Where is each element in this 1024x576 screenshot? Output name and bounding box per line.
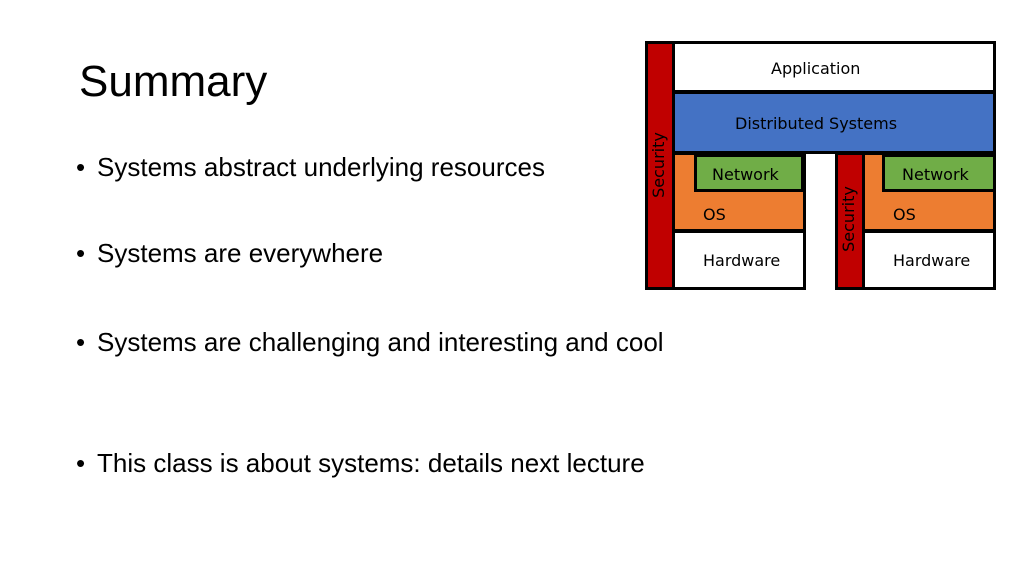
hardware-label-left: Hardware — [703, 251, 781, 270]
application-layer: Application — [672, 41, 996, 93]
security-label-right: Security — [839, 186, 858, 252]
bullet-item-3: Systems are challenging and interesting … — [76, 325, 696, 360]
network-label-right: Network — [902, 165, 969, 184]
security-bar-right — [835, 152, 865, 290]
network-layer-left: Network — [694, 154, 804, 192]
network-layer-right: Network — [882, 154, 996, 192]
distributed-systems-label: Distributed Systems — [735, 114, 898, 133]
hardware-layer-right: Hardware — [862, 230, 996, 290]
hardware-label-right: Hardware — [893, 251, 971, 270]
os-label-left: OS — [703, 205, 726, 224]
distributed-systems-layer: Distributed Systems — [672, 91, 996, 154]
os-label-right: OS — [893, 205, 916, 224]
application-label: Application — [771, 59, 861, 78]
os-layer-right: OS — [862, 152, 996, 232]
bullet-item-4: This class is about systems: details nex… — [76, 446, 696, 481]
bullet-item-2: Systems are everywhere — [76, 236, 696, 271]
network-label-left: Network — [712, 165, 779, 184]
bullet-item-1: Systems abstract underlying resources — [76, 150, 696, 185]
slide-title: Summary — [79, 57, 268, 106]
